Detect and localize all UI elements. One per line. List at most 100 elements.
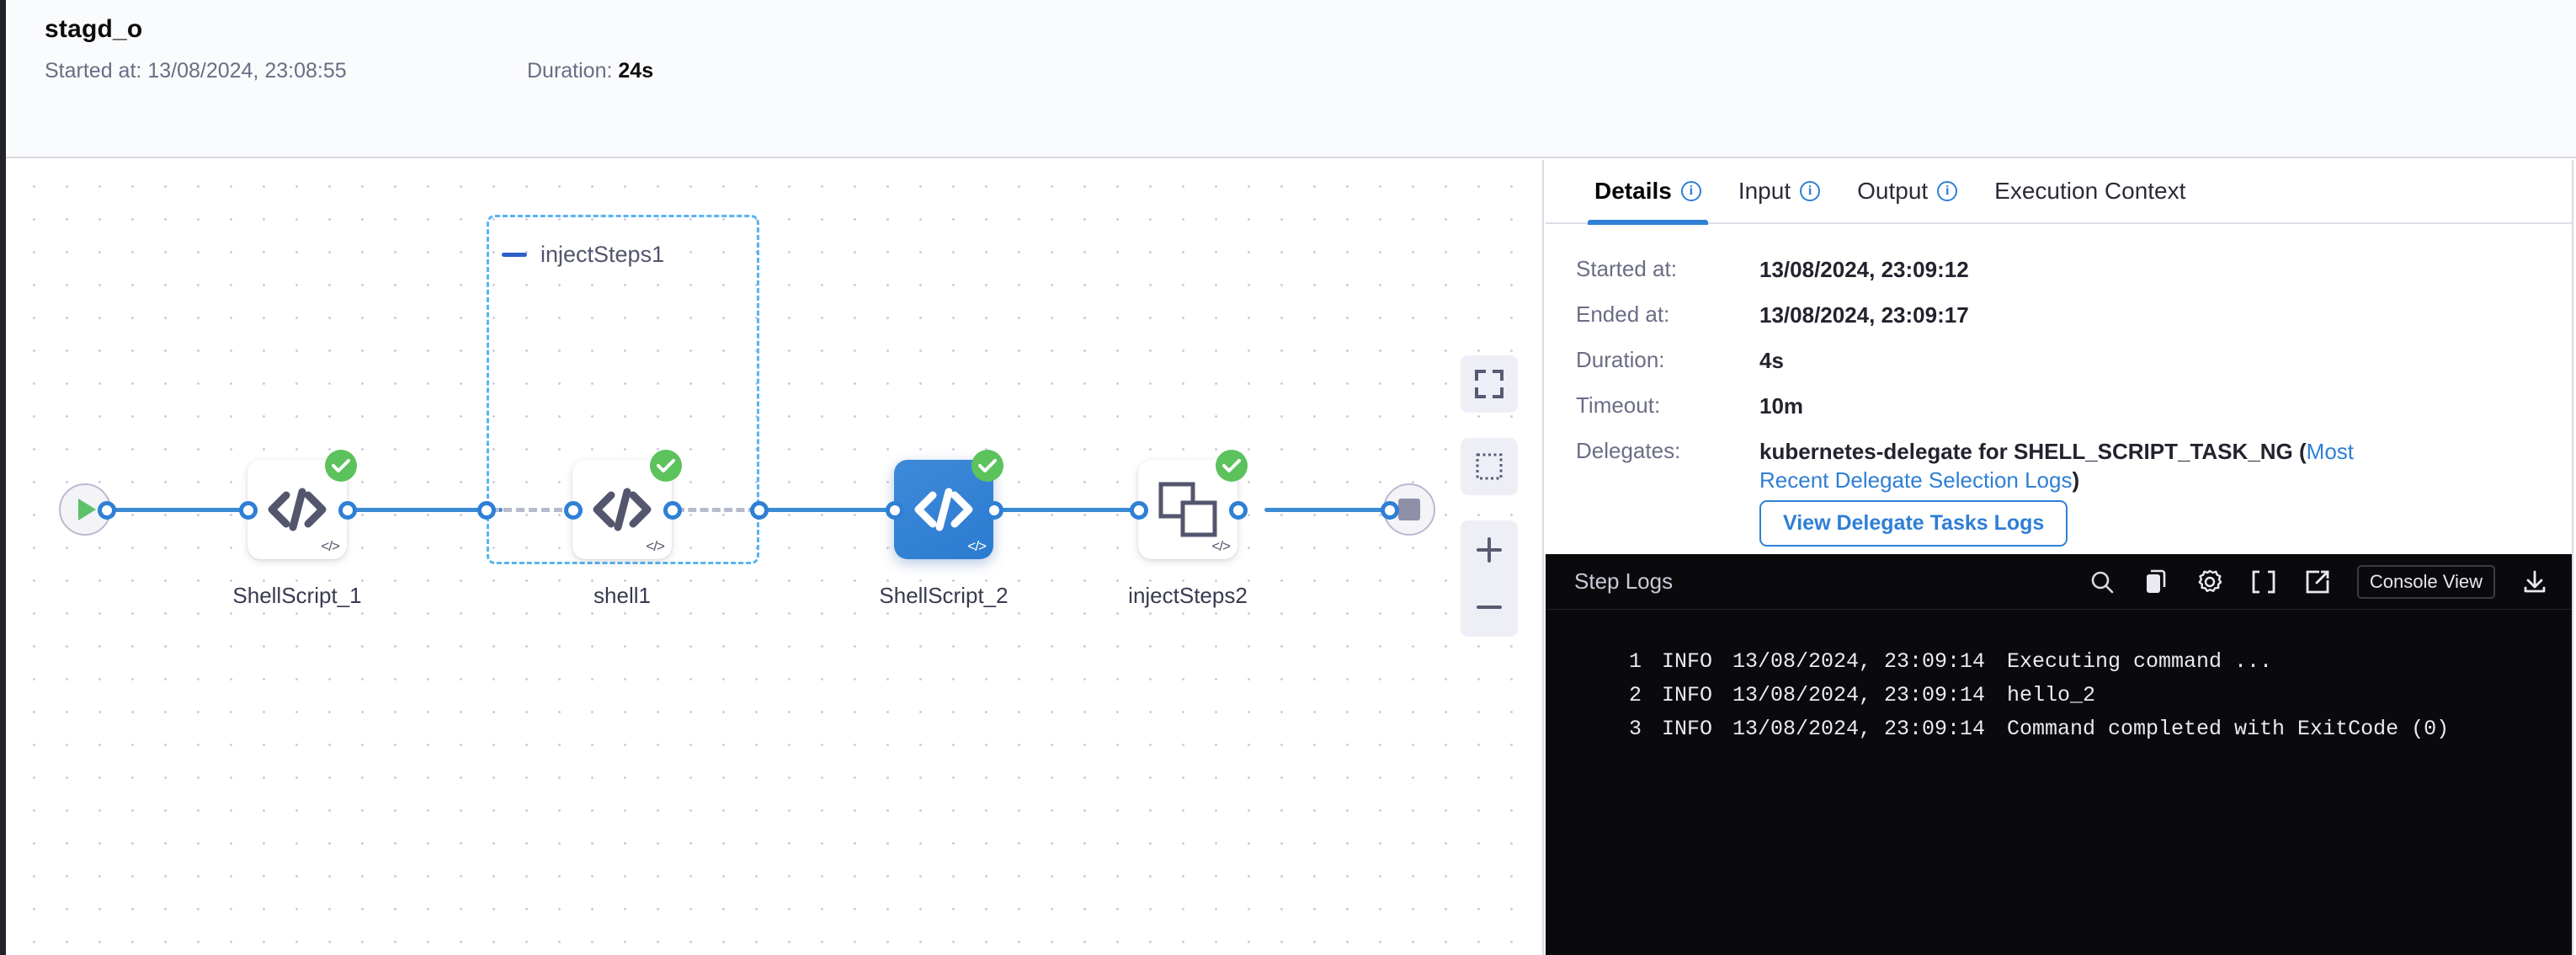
delegate-text-after: ): [2072, 467, 2080, 493]
detail-key: Delegates:: [1576, 438, 1681, 463]
started-at-label: Started at:: [45, 59, 142, 83]
started-at-value: 13/08/2024, 23:08:55: [147, 59, 347, 83]
port-shell1-out[interactable]: [663, 501, 682, 520]
step-node-shellscript-1[interactable]: </>: [247, 450, 357, 559]
log-level: INFO: [1662, 717, 1713, 741]
edge-group-to-shell1: [491, 508, 575, 512]
search-icon[interactable]: [2088, 568, 2116, 596]
log-level: INFO: [1662, 683, 1713, 707]
tab-output[interactable]: Output i: [1839, 159, 1976, 223]
port-end-in[interactable]: [1381, 501, 1399, 520]
info-icon[interactable]: i: [1800, 181, 1821, 201]
console-view-button[interactable]: Console View: [2356, 564, 2495, 599]
log-output[interactable]: 1 INFO 13/08/2024, 23:09:14 Executing co…: [1546, 610, 2574, 955]
code-icon: [247, 460, 347, 559]
started-at-meta: Started at: 13/08/2024, 23:08:55: [45, 59, 347, 83]
log-level: INFO: [1662, 649, 1713, 674]
tab-details[interactable]: Details i: [1576, 159, 1720, 225]
minus-icon[interactable]: [502, 253, 527, 257]
code-type-icon: </>: [646, 538, 665, 554]
download-icon[interactable]: [2520, 568, 2549, 596]
detail-value: 13/08/2024, 23:09:17: [1759, 302, 1969, 328]
detail-key: Started at:: [1576, 256, 1677, 281]
code-type-icon: </>: [967, 538, 987, 554]
step-logs-tools: Console View: [2088, 564, 2549, 599]
step-label-shellscript-2: ShellScript_2: [879, 583, 1009, 608]
log-timestamp: 13/08/2024, 23:09:14: [1732, 649, 1986, 674]
status-badge-success: [1216, 450, 1248, 482]
edge-group-to-shellscript2: [758, 508, 892, 512]
step-group-label: injectSteps1: [540, 242, 665, 267]
play-icon: [78, 499, 96, 520]
tab-output-label: Output: [1857, 178, 1929, 204]
detail-key: Timeout:: [1576, 392, 1661, 418]
port-shellscript1-in[interactable]: [239, 501, 258, 520]
external-link-icon[interactable]: [2303, 568, 2332, 596]
dashed-square-icon: [1461, 438, 1518, 495]
detail-value: 4s: [1759, 348, 1784, 373]
detail-value: kubernetes-delegate for SHELL_SCRIPT_TAS…: [1759, 438, 2416, 495]
tab-execution-context[interactable]: Execution Context: [1976, 159, 2204, 223]
duration-label: Duration:: [527, 59, 613, 83]
log-line-number: 1: [1628, 649, 1642, 674]
info-icon[interactable]: i: [1937, 181, 1958, 201]
zoom-out-button[interactable]: [1461, 579, 1518, 636]
code-type-icon: </>: [321, 538, 340, 554]
zoom-controls[interactable]: [1461, 520, 1518, 637]
port-shellscript1-out[interactable]: [338, 501, 357, 520]
port-shellscript2-out[interactable]: [985, 501, 1003, 520]
log-line: 2 INFO 13/08/2024, 23:09:14 hello_2: [1546, 679, 2574, 712]
copy-icon[interactable]: [2142, 568, 2170, 596]
port-shellscript2-in[interactable]: [886, 501, 904, 520]
edge-shellscript1-to-group: [347, 508, 503, 512]
fullscreen-icon[interactable]: [2249, 568, 2278, 596]
step-node-shellscript-2[interactable]: </>: [894, 450, 1003, 559]
step-group-header[interactable]: injectSteps1: [502, 242, 664, 268]
tab-input-label: Input: [1738, 178, 1791, 204]
detail-value: 10m: [1759, 393, 1804, 419]
delegate-selection-logs-link[interactable]: Most Recent Delegate Selection Logs: [1759, 439, 2354, 493]
log-line: 3 INFO 13/08/2024, 23:09:14 Command comp…: [1546, 712, 2574, 746]
zoom-in-button[interactable]: [1461, 521, 1518, 579]
step-label-shell1: shell1: [593, 583, 651, 608]
port-group-out[interactable]: [750, 501, 769, 520]
log-message: hello_2: [2007, 683, 2096, 707]
code-type-icon: </>: [1211, 538, 1231, 554]
step-group-injectsteps1[interactable]: [487, 215, 759, 564]
fit-to-screen-button[interactable]: [1461, 355, 1518, 413]
detail-row-timeout: Timeout: 10m: [1576, 392, 2574, 438]
step-logs-console: Step Logs: [1546, 554, 2574, 955]
log-line-number: 3: [1628, 717, 1642, 741]
tab-input[interactable]: Input i: [1720, 159, 1839, 223]
step-node-shell1[interactable]: </>: [572, 450, 682, 559]
execution-body: injectSteps1: [6, 160, 2576, 955]
port-injectsteps2-in[interactable]: [1130, 501, 1148, 520]
stop-icon: [1398, 499, 1420, 520]
port-injectsteps2-out[interactable]: [1229, 501, 1248, 520]
edge-shellscript2-to-injectsteps2: [995, 508, 1142, 512]
selection-mode-button[interactable]: [1461, 438, 1518, 495]
port-group-in[interactable]: [477, 501, 496, 520]
step-node-injectsteps2[interactable]: </>: [1138, 450, 1248, 559]
info-icon[interactable]: i: [1680, 181, 1701, 201]
step-label-shellscript-1: ShellScript_1: [232, 583, 362, 608]
edge-injectsteps2-to-end: [1264, 508, 1391, 512]
edge-shell1-to-group-exit: [676, 508, 769, 512]
step-logs-toolbar: Step Logs: [1546, 554, 2574, 610]
left-nav-rail: [0, 0, 6, 955]
port-shell1-in[interactable]: [564, 501, 583, 520]
pipeline-graph-canvas[interactable]: injectSteps1: [6, 160, 1544, 955]
log-timestamp: 13/08/2024, 23:09:14: [1732, 717, 1986, 741]
detail-row-duration: Duration: 4s: [1576, 347, 2574, 392]
log-timestamp: 13/08/2024, 23:09:14: [1732, 683, 1986, 707]
detail-row-started-at: Started at: 13/08/2024, 23:09:12: [1576, 256, 2574, 301]
gear-icon[interactable]: [2195, 568, 2224, 596]
step-label-injectsteps2: injectSteps2: [1128, 583, 1248, 608]
duration-value: 24s: [618, 59, 654, 83]
copy-steps-icon: [1138, 460, 1237, 559]
details-table: Started at: 13/08/2024, 23:09:12 Ended a…: [1546, 224, 2574, 554]
detail-key: Ended at:: [1576, 301, 1670, 327]
port-start-out[interactable]: [98, 501, 116, 520]
view-delegate-tasks-logs-button[interactable]: View Delegate Tasks Logs: [1759, 500, 2068, 547]
details-tabs: Details i Input i Output i Execution Con…: [1546, 159, 2574, 225]
